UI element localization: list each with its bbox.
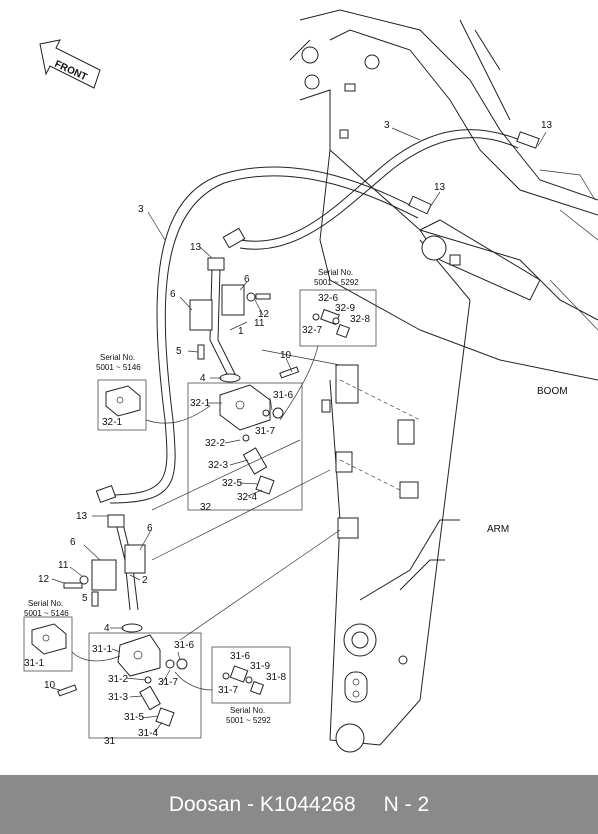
callout-32-9: 32-9 — [335, 303, 355, 314]
callout-31-9: 31-9 — [250, 661, 270, 672]
block-32-1 — [219, 384, 284, 495]
callout-32-8: 32-8 — [350, 314, 370, 325]
serial-box-31-1 — [23, 616, 73, 672]
callout-3: 3 — [138, 204, 144, 215]
serial-range: 5001 ~ 5292 — [314, 278, 359, 287]
block-31-1 — [117, 634, 188, 727]
callout-13: 13 — [76, 511, 88, 522]
callout-31-7: 31-7 — [255, 426, 275, 437]
callout-32-2: 32-2 — [205, 438, 225, 449]
serial-range: 5001 ~ 5146 — [96, 363, 141, 372]
callout-31-4: 31-4 — [138, 728, 158, 739]
callout-31-1: 31-1 — [24, 658, 44, 669]
serial-labels: Serial No. 5001 ~ 5146 Serial No. 5001 ~… — [24, 268, 359, 725]
callout-3: 3 — [384, 120, 390, 131]
callout-32-5: 32-5 — [222, 478, 242, 489]
callout-13: 13 — [541, 120, 553, 131]
group-box-31 — [88, 632, 202, 739]
callouts: 3 3 13 13 13 13 6 6 6 6 12 12 11 11 1 2 … — [24, 120, 553, 747]
callout-32: 32 — [200, 502, 212, 513]
callout-12: 12 — [258, 309, 270, 320]
callout-32-1: 32-1 — [190, 398, 210, 409]
serial-title: Serial No. — [28, 599, 63, 608]
serial-box-32-1 — [97, 379, 147, 431]
callout-5: 5 — [176, 346, 182, 357]
callout-32-4: 32-4 — [237, 492, 257, 503]
callout-31-2: 31-2 — [108, 674, 128, 685]
hose-3 — [95, 129, 540, 504]
callout-12: 12 — [38, 574, 50, 585]
arm-label: ARM — [487, 524, 509, 535]
callout-11: 11 — [58, 560, 69, 571]
callout-32-7: 32-7 — [302, 325, 322, 336]
callout-31-8: 31-8 — [266, 672, 286, 683]
callout-6: 6 — [170, 289, 176, 300]
footer-bar: Doosan - K1044268 N - 2 — [0, 775, 598, 834]
serial-title: Serial No. — [318, 268, 353, 277]
callout-32-1: 32-1 — [102, 417, 122, 428]
lower-pipe-assembly — [57, 514, 146, 697]
callout-2: 2 — [142, 575, 148, 586]
front-arrow-icon: FRONT — [39, 39, 101, 89]
serial-title: Serial No. — [100, 353, 135, 362]
callout-32-3: 32-3 — [208, 460, 228, 471]
callout-11: 11 — [254, 318, 265, 329]
parts-diagram: FRONT — [23, 9, 598, 753]
serial-range: 5001 ~ 5292 — [226, 716, 271, 725]
arm-structure — [321, 219, 541, 753]
footer-brand-code: Doosan - K1044268 — [168, 792, 356, 816]
serial-box-32-6 — [299, 289, 377, 347]
callout-31-3: 31-3 — [108, 692, 128, 703]
callout-31-7: 31-7 — [158, 677, 178, 688]
boom-structure — [289, 9, 598, 381]
callout-13: 13 — [434, 182, 446, 193]
callout-31-6: 31-6 — [273, 390, 293, 401]
serial-box-31-6 — [211, 646, 291, 704]
upper-pipe-assembly — [189, 257, 300, 383]
serial-title: Serial No. — [230, 706, 265, 715]
footer-page-number: N - 2 — [383, 792, 430, 816]
serial-range: 5001 ~ 5146 — [24, 609, 69, 618]
callout-6: 6 — [244, 274, 250, 285]
callout-4: 4 — [104, 623, 110, 634]
callout-31-6: 31-6 — [174, 640, 194, 651]
callout-10: 10 — [280, 350, 292, 361]
callout-32-6: 32-6 — [318, 293, 338, 304]
callout-4: 4 — [200, 373, 206, 384]
callout-31-1: 31-1 — [92, 644, 112, 655]
group-box-32 — [187, 382, 303, 511]
boom-label: BOOM — [537, 386, 568, 397]
callout-31: 31 — [104, 736, 116, 747]
callout-31-5: 31-5 — [124, 712, 144, 723]
callout-1: 1 — [238, 326, 244, 337]
callout-5: 5 — [82, 593, 88, 604]
callout-6: 6 — [70, 537, 76, 548]
leader-lines — [51, 127, 547, 733]
callout-13: 13 — [190, 242, 202, 253]
callout-31-7: 31-7 — [218, 685, 238, 696]
callout-31-6: 31-6 — [230, 651, 250, 662]
callout-10: 10 — [44, 680, 56, 691]
callout-6: 6 — [147, 523, 153, 534]
